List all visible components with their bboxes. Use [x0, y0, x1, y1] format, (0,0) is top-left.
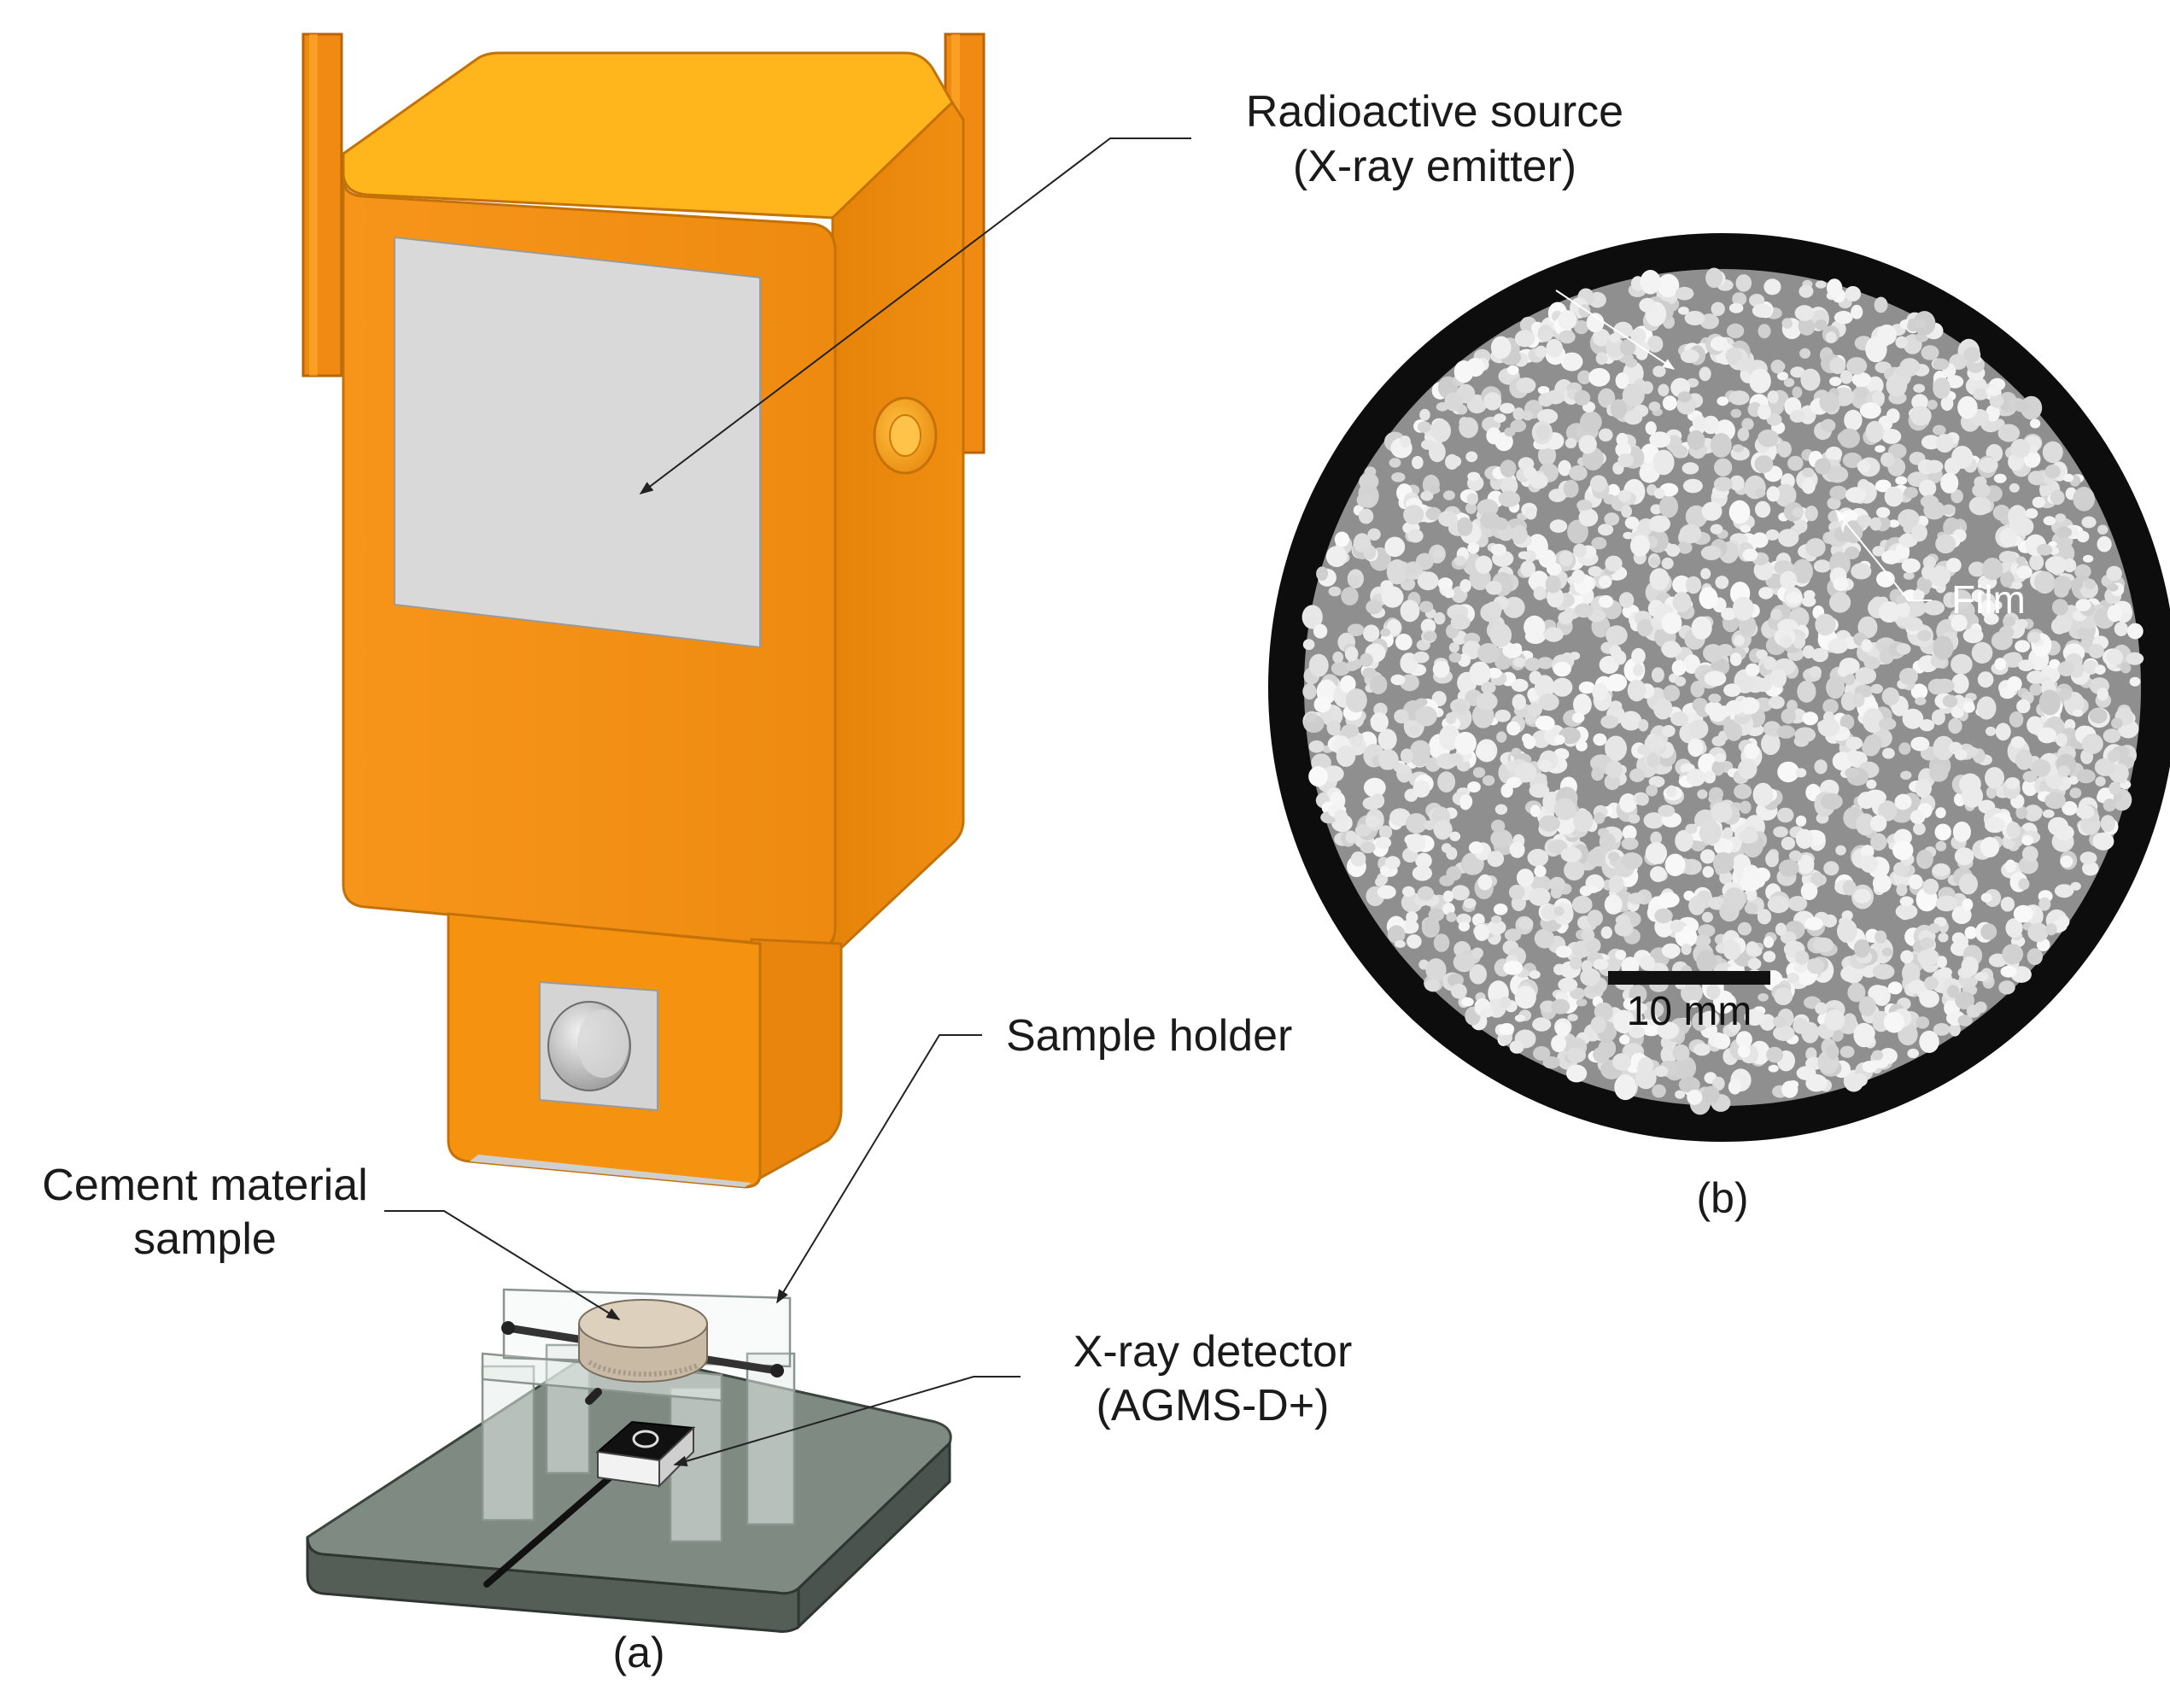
ct-cross-section	[1268, 233, 2170, 1142]
sample-holder-leader	[776, 1034, 982, 1304]
emitter-top-face	[342, 51, 954, 219]
label-xray-detector-1: X-ray detector	[1073, 1327, 1353, 1377]
xray-emitter	[301, 32, 986, 1189]
label-scale-bar: 10 mm	[1627, 989, 1752, 1034]
detector-cable	[483, 1470, 618, 1588]
label-cement-sample-2: sample	[133, 1214, 277, 1264]
film-leaders	[1555, 290, 1932, 601]
cement-sample-leader	[384, 1210, 621, 1320]
ct-grains	[1301, 267, 2144, 1115]
base-plate-side	[797, 1440, 951, 1630]
detector-sensor	[632, 1430, 659, 1448]
leader-lines	[384, 137, 1191, 1467]
label-panel-b: (b)	[1696, 1174, 1748, 1222]
xray-detector-leader	[673, 1376, 1021, 1467]
emitter-side-face	[831, 100, 965, 950]
film-leader-top	[1555, 290, 1676, 370]
label-xray-detector-2: (AGMS-D+)	[1097, 1381, 1330, 1430]
label-film: Film	[1951, 577, 2026, 622]
scale-bar	[1608, 971, 1770, 985]
emitter-window	[394, 236, 761, 649]
holder-leg-back-right	[746, 1352, 796, 1526]
holder-leg-front-left	[481, 1365, 535, 1522]
label-radioactive-source-1: Radioactive source	[1246, 87, 1623, 137]
cement-sample	[578, 1299, 708, 1383]
label-sample-holder: Sample holder	[1006, 1011, 1292, 1061]
emitter-left-rail	[301, 32, 343, 377]
label-panel-a: (a)	[612, 1629, 664, 1676]
label-cement-sample-1: Cement material	[42, 1161, 367, 1210]
sample-stage	[306, 1288, 952, 1633]
radioactive-source-leader	[639, 137, 1191, 494]
label-radioactive-source-2: (X-ray emitter)	[1293, 142, 1576, 191]
emitter-neck-side	[750, 938, 843, 1185]
film-leader-bottom	[1835, 509, 1932, 601]
